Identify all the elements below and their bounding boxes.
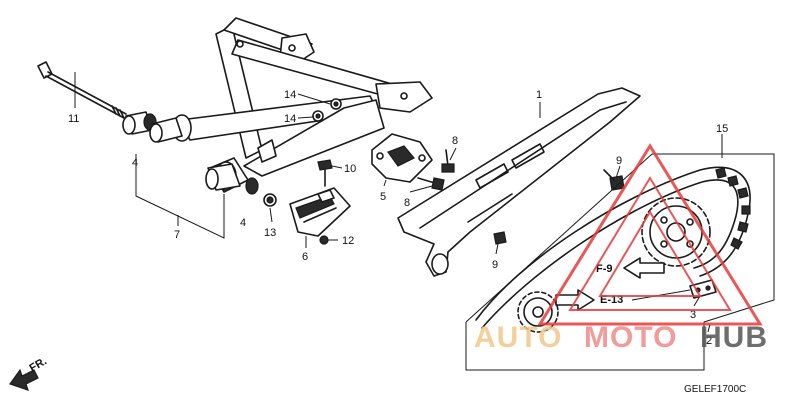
drive-sprocket <box>517 291 559 333</box>
callouts: 1 2 3 4 4 5 6 7 8 8 9 9 10 11 12 13 14 1… <box>68 89 728 347</box>
bolt-8-upper <box>441 149 455 173</box>
chain-case <box>397 87 641 277</box>
leader-lines <box>74 72 723 333</box>
callout-12: 12 <box>342 235 354 247</box>
collar-upper <box>122 111 183 143</box>
bolt-10 <box>317 159 333 187</box>
front-direction-indicator: FR. <box>9 355 49 391</box>
callout-14b: 14 <box>284 113 296 125</box>
drive-chain <box>475 166 751 329</box>
chain-guide-plate <box>371 133 433 183</box>
nut-13 <box>263 193 277 207</box>
bolt-9b <box>603 169 625 191</box>
diagram-code: GELEF1700C <box>684 384 746 395</box>
nut-14a <box>330 98 342 110</box>
callout-4a: 4 <box>132 157 138 169</box>
front-arrow-icon <box>9 368 39 391</box>
driven-sprocket <box>641 197 711 267</box>
callout-4b: 4 <box>240 217 246 229</box>
bolt-9a <box>493 231 507 245</box>
callout-9b: 9 <box>616 155 622 167</box>
ref-f9: F-9 <box>596 257 665 279</box>
callout-8a: 8 <box>404 197 410 209</box>
callout-11: 11 <box>68 113 79 125</box>
callout-15: 15 <box>716 123 728 135</box>
callout-10: 10 <box>344 163 356 175</box>
nut-14b <box>312 110 324 122</box>
callout-2: 2 <box>706 335 712 347</box>
callout-13: 13 <box>264 227 276 239</box>
screw-12 <box>319 235 329 245</box>
callout-8b: 8 <box>452 135 458 147</box>
master-link <box>689 279 717 299</box>
collar-lower <box>205 163 259 195</box>
callout-3: 3 <box>690 309 696 321</box>
callout-7: 7 <box>174 229 180 241</box>
callout-1: 1 <box>536 89 542 101</box>
watermark-auto: AUTO <box>474 321 562 354</box>
pivot-bolt <box>37 61 127 119</box>
ref-f9-label: F-9 <box>596 263 613 275</box>
bolt-8-lower <box>417 177 445 191</box>
callout-14a: 14 <box>284 89 296 101</box>
watermark-moto: MOTO <box>584 321 677 354</box>
watermark-triangle-icon <box>537 143 763 326</box>
chain-slider <box>289 187 351 237</box>
watermark-hub: HUB <box>700 321 768 354</box>
callout-5: 5 <box>380 191 386 203</box>
callout-6: 6 <box>302 251 308 263</box>
front-label: FR. <box>28 355 49 374</box>
callout-9a: 9 <box>492 259 498 271</box>
watermark: AUTO MOTO HUB <box>474 143 768 354</box>
